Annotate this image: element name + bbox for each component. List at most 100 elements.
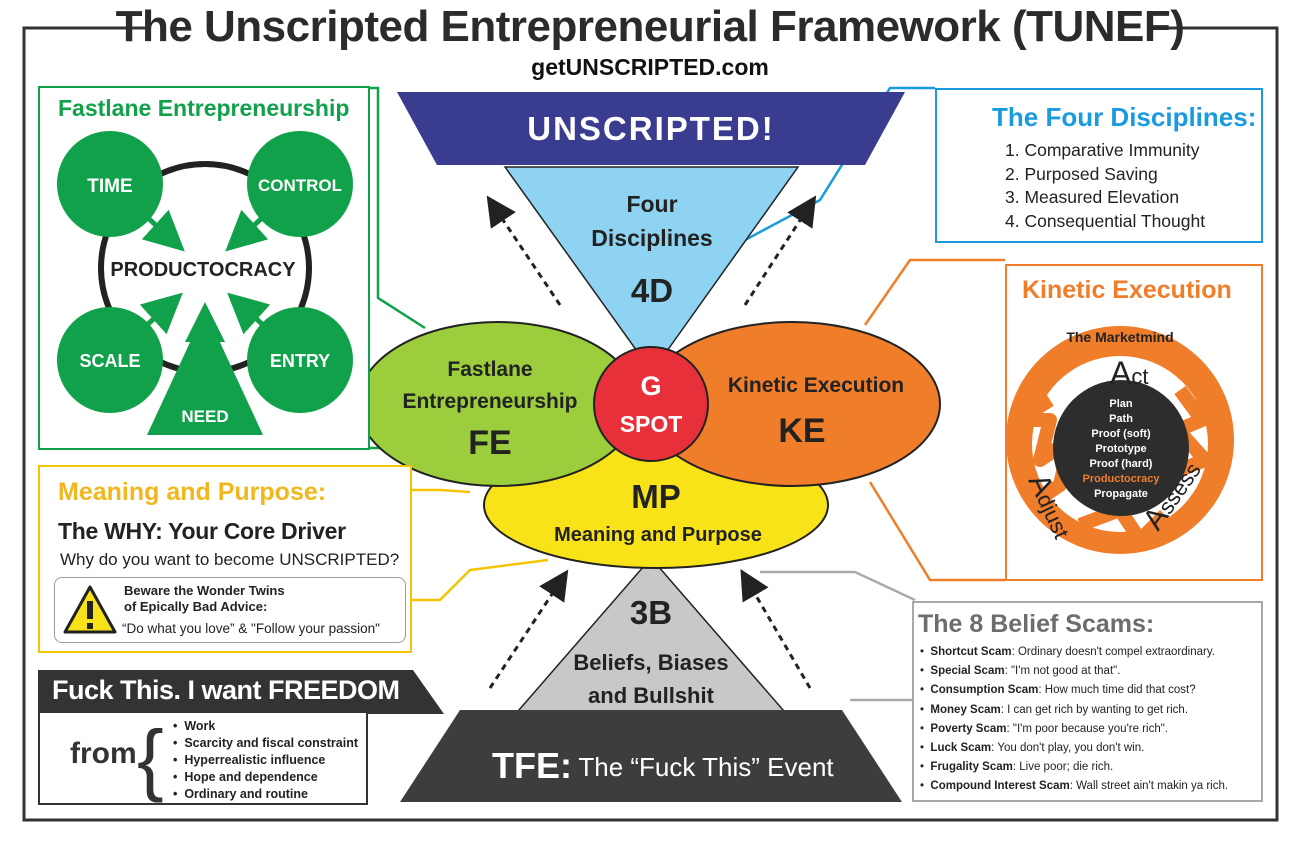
node-control <box>247 131 353 237</box>
discipline-item: 1. Comparative Immunity <box>1005 140 1200 160</box>
marketmind-core <box>1053 380 1189 516</box>
act-label: Act <box>1110 355 1148 391</box>
list-item: • Compound Interest Scam: Wall street ai… <box>920 780 1229 793</box>
marketmind-diagram: The Marketmind Act Adjust Assess Plan Pa… <box>1006 326 1234 554</box>
connector-beliefs <box>760 570 916 602</box>
arrow-low-left <box>488 569 569 689</box>
connector-kinetic-bottom <box>868 481 1005 582</box>
cycle-arrow-bottom <box>1077 503 1170 547</box>
fe-abbr: FE <box>468 424 511 462</box>
arrow-up-left <box>486 195 562 306</box>
warning-line-2: of Epically Bad Advice: <box>124 599 268 614</box>
list-item: • Hyperrealistic influence <box>173 753 326 767</box>
arrow-scale <box>139 292 183 335</box>
warning-line-1: Beware the Wonder Twins <box>124 583 285 598</box>
arrow-low-right <box>740 569 812 689</box>
list-item: • Consumption Scam: How much time did th… <box>920 684 1196 697</box>
four-disciplines-abbr: 4D <box>631 272 673 309</box>
g-spot-label-2: SPOT <box>620 411 683 437</box>
productocracy-label: PRODUCTOCRACY <box>110 259 296 281</box>
freedom-panel <box>38 713 368 805</box>
belief-scams-title: The 8 Belief Scams: <box>918 610 1155 638</box>
page-title: The Unscripted Entrepreneurial Framework… <box>115 2 1185 51</box>
need-label: NEED <box>181 407 228 426</box>
tfe-label: The “Fuck This” Event <box>578 752 834 782</box>
tfe-abbr: TFE: <box>492 745 572 786</box>
fastlane-panel-title: Fastlane Entrepreneurship <box>58 95 350 121</box>
list-item: • Hope and dependence <box>173 770 318 784</box>
mp-abbr: MP <box>631 478 681 515</box>
list-item: • Shortcut Scam: Ordinary doesn't compel… <box>920 646 1215 658</box>
mp-label: Meaning and Purpose <box>554 524 762 546</box>
freedom-from: from <box>70 737 137 770</box>
fe-label-2: Entrepreneurship <box>402 390 577 413</box>
freedom-banner-shape <box>38 670 444 714</box>
beliefs-label-2: and Bullshit <box>588 683 715 708</box>
fe-label-1: Fastlane <box>447 358 532 381</box>
four-disciplines-label-2: Disciplines <box>591 225 712 251</box>
arrow-control <box>225 209 269 252</box>
title-backdrop <box>150 8 1150 58</box>
belief-scams-list: • Shortcut Scam: Ordinary doesn't compel… <box>920 643 1228 797</box>
g-spot-circle <box>593 346 709 462</box>
freedom-list: • Work • Scarcity and fiscal constraint … <box>173 718 358 803</box>
connector-kinetic <box>863 258 1005 326</box>
website-url[interactable]: getUNSCRIPTED.com <box>531 54 769 80</box>
g-spot-label-1: G <box>640 371 661 401</box>
meaning-panel-question: Why do you want to become UNSCRIPTED? <box>60 550 400 569</box>
kinetic-panel-title: Kinetic Execution <box>1022 276 1232 304</box>
node-scale-label: SCALE <box>79 351 140 371</box>
belief-scams-panel <box>912 601 1263 802</box>
node-control-label: CONTROL <box>258 176 342 195</box>
list-item: • Luck Scam: You don't play, you don't w… <box>920 742 1145 755</box>
ke-label: Kinetic Execution <box>728 374 904 397</box>
four-disciplines-label-1: Four <box>626 191 677 217</box>
step-prototype: Prototype <box>1095 443 1146 455</box>
list-item: • Scarcity and fiscal constraint <box>173 736 359 750</box>
fastlane-cycle: PRODUCTOCRACY TIME CONTROL SCALE ENTRY N… <box>57 131 353 435</box>
need-triangle <box>147 310 263 435</box>
arrow-time <box>141 209 185 252</box>
ke-abbr: KE <box>778 412 825 450</box>
discipline-item: 3. Measured Elevation <box>1005 187 1180 207</box>
list-item: • Money Scam: I can get rich by wanting … <box>920 703 1189 716</box>
meaning-panel-title: Meaning and Purpose: <box>58 478 327 506</box>
list-item: • Special Scam: "I'm not good at that". <box>920 665 1121 678</box>
four-disciplines-triangle <box>503 166 800 374</box>
step-proof-hard: Proof (hard) <box>1090 458 1153 470</box>
step-proof-soft: Proof (soft) <box>1091 428 1151 440</box>
warning-icon <box>63 585 117 634</box>
node-time-label: TIME <box>87 176 132 197</box>
list-item: • Ordinary and routine <box>173 787 308 801</box>
warning-text: Beware the Wonder Twins of Epically Bad … <box>124 583 285 615</box>
discipline-item: 2. Purposed Saving <box>1005 163 1158 184</box>
four-disciplines-panel <box>935 88 1263 243</box>
warning-quote: “Do what you love” & "Follow your passio… <box>122 621 380 636</box>
connector-meaning-bottom <box>412 558 549 602</box>
list-item: • Poverty Scam: "I'm poor because you're… <box>920 722 1168 735</box>
step-path: Path <box>1109 413 1133 425</box>
step-plan: Plan <box>1109 398 1133 410</box>
step-productocracy: Productocracy <box>1082 473 1160 485</box>
freedom-brace: { <box>137 714 164 803</box>
unscripted-banner <box>397 92 905 165</box>
list-item: • Frugality Scam: Live poor; die rich. <box>920 761 1114 774</box>
arrow-up-right <box>743 195 817 306</box>
list-item: • Work <box>173 719 216 733</box>
node-scale <box>57 307 163 413</box>
freedom-banner: Fuck This. I want FREEDOM <box>52 675 400 705</box>
node-entry <box>247 307 353 413</box>
cycle-arrow-left <box>1011 394 1077 506</box>
marketmind-label: The Marketmind <box>1066 329 1173 345</box>
meaning-panel-subtitle: The WHY: Your Core Driver <box>58 518 346 544</box>
beliefs-abbr: 3B <box>630 594 672 631</box>
connector-meaning <box>412 488 471 494</box>
connector-fastlane <box>368 86 426 330</box>
node-time <box>57 131 163 237</box>
four-disciplines-title: The Four Disciplines: <box>992 102 1257 132</box>
unscripted-banner-text: UNSCRIPTED! <box>527 110 775 147</box>
node-entry-label: ENTRY <box>270 351 330 371</box>
